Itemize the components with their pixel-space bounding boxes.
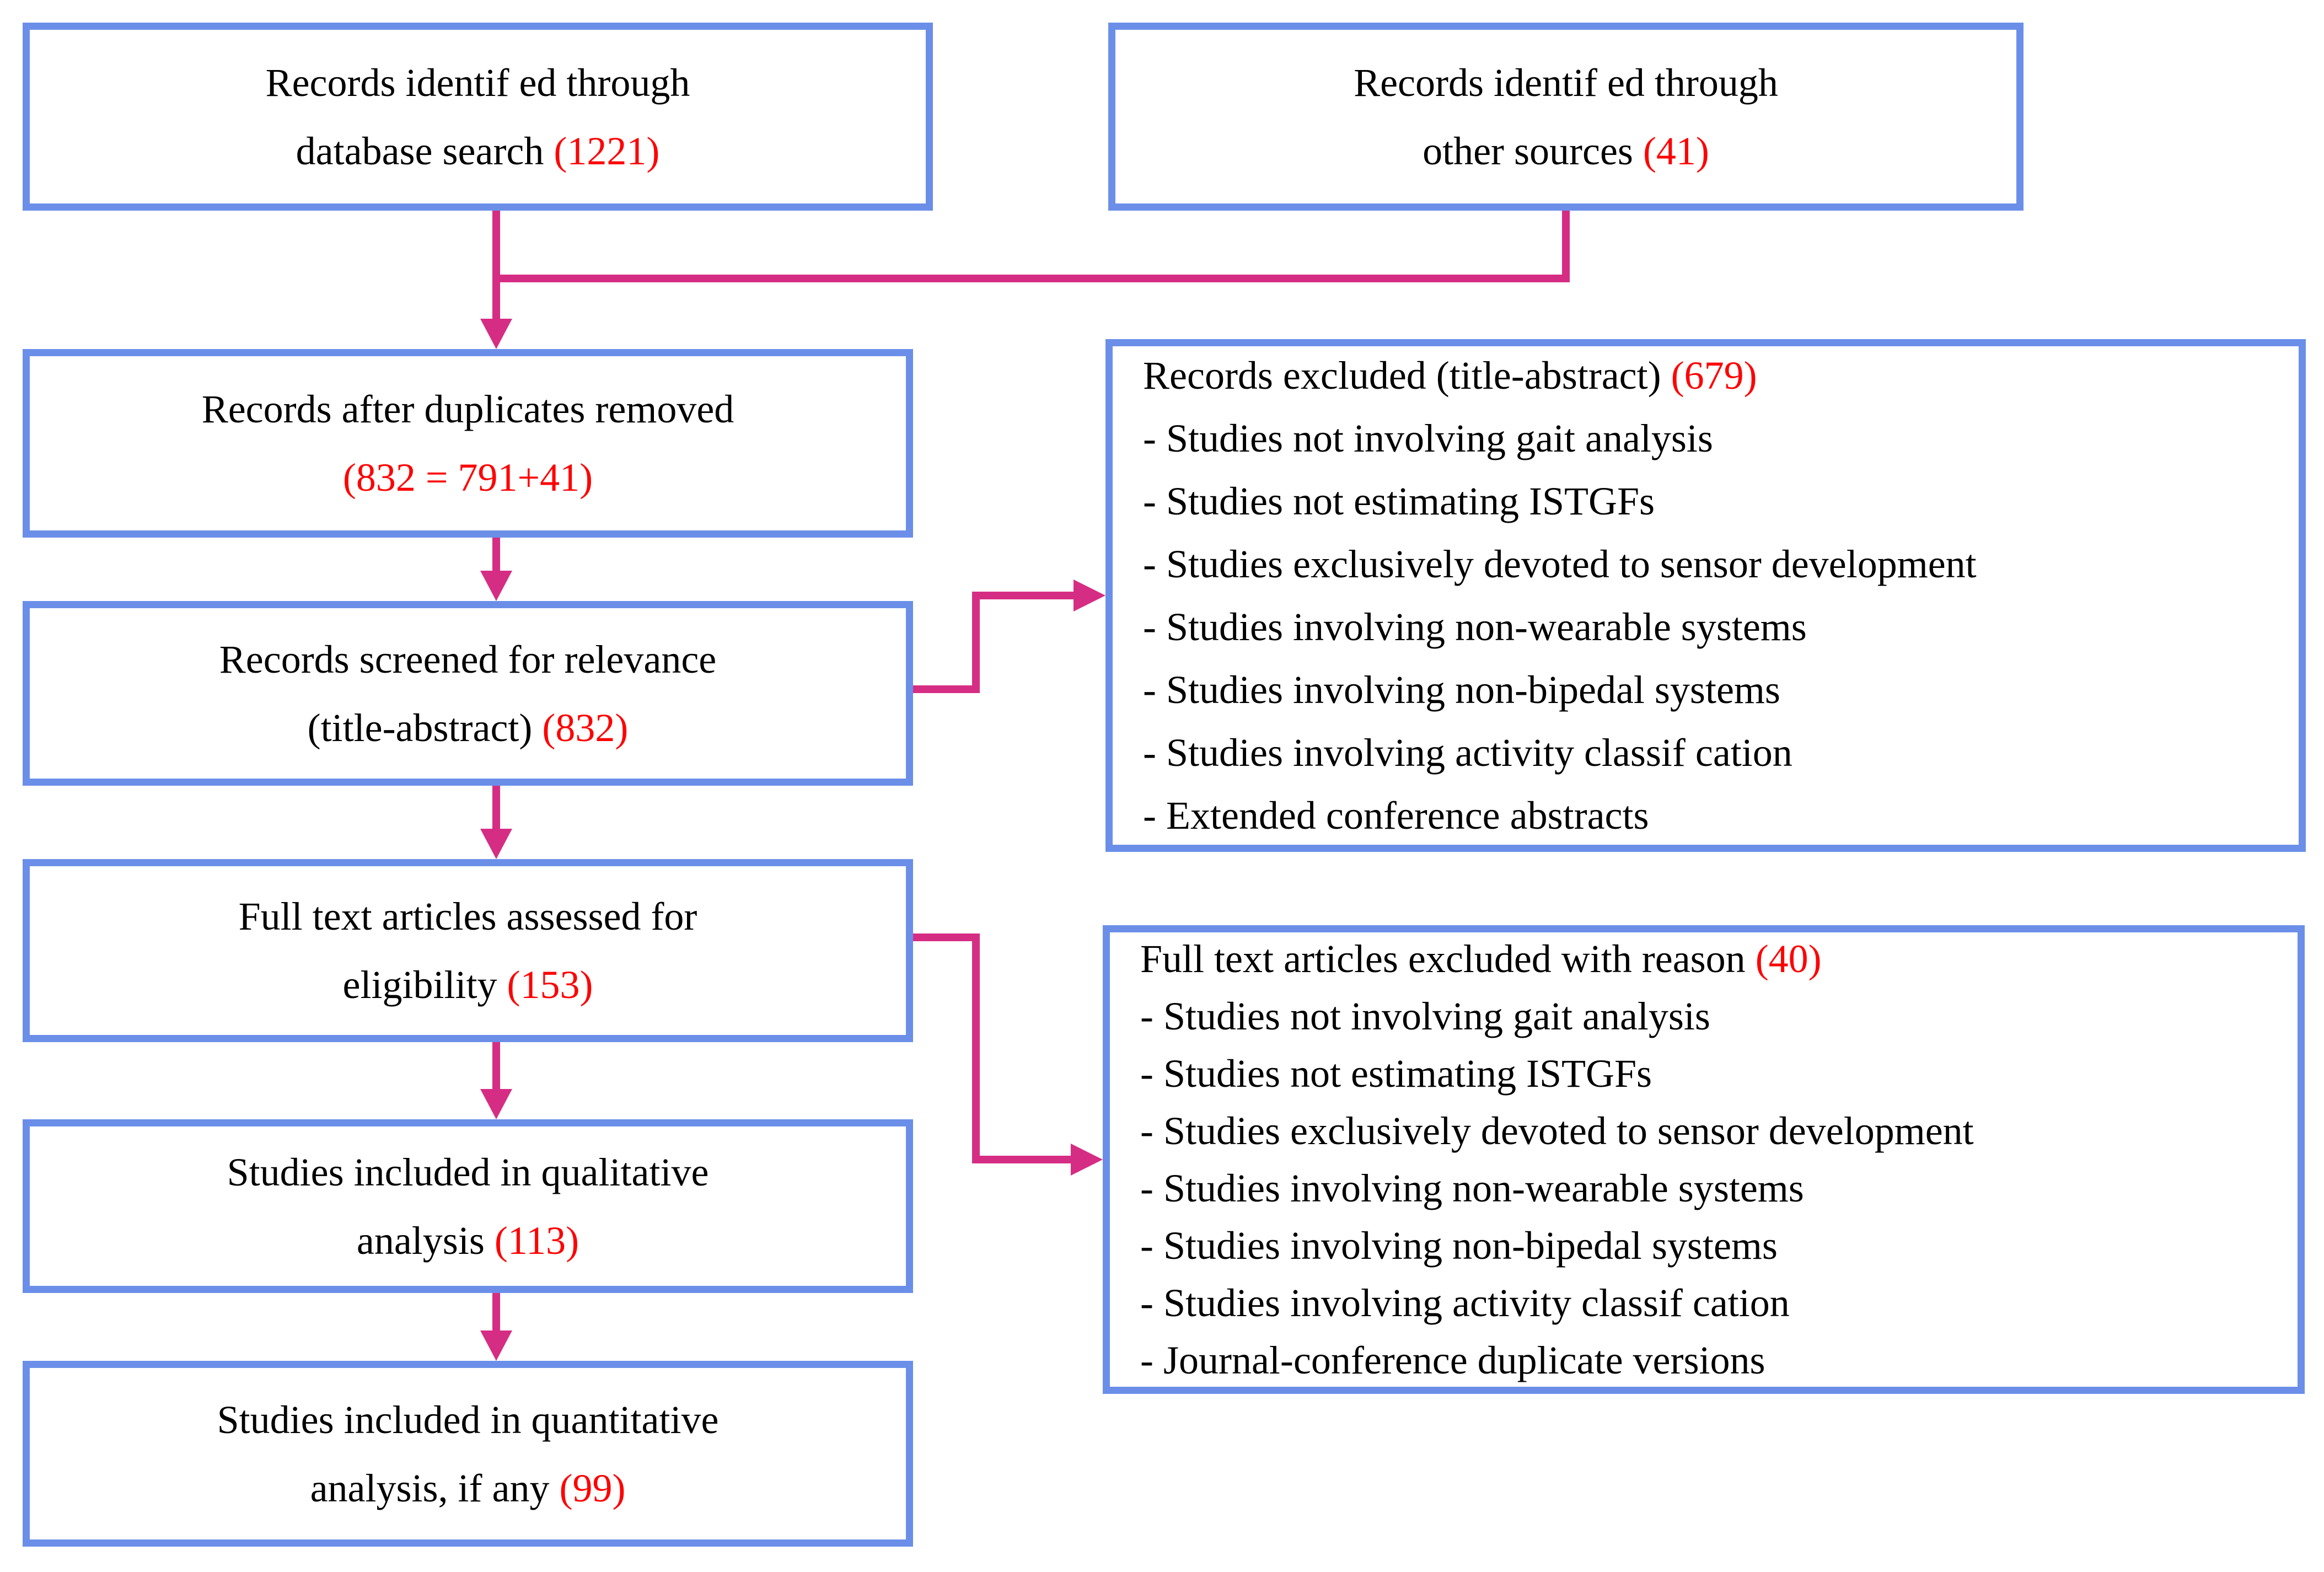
connector-qualitative-to-quantitative xyxy=(492,1293,500,1332)
arrowhead-to-duplicates-box xyxy=(480,319,512,349)
reason-item: - Studies not estimating ISTGFs xyxy=(1143,479,1655,523)
arrowhead-to-excluded-fulltext-box xyxy=(1071,1144,1103,1176)
reason-item: - Studies involving non-wearable systems xyxy=(1140,1166,1804,1210)
arrowhead-to-screened-box xyxy=(480,571,512,601)
box-records-screened: Records screened for relevance (title-ab… xyxy=(23,601,913,786)
count-badge: (153) xyxy=(507,963,593,1007)
box-full-text-assessed: Full text articles assessed for eligibil… xyxy=(23,859,913,1042)
count-badge: (40) xyxy=(1755,937,1822,981)
box-qualitative-analysis: Studies included in qualitative analysis… xyxy=(23,1119,913,1293)
reason-item: - Studies exclusively devoted to sensor … xyxy=(1140,1109,1974,1153)
box-text-line1: Records screened for relevance xyxy=(219,637,717,682)
reason-item: - Studies not estimating ISTGFs xyxy=(1140,1051,1652,1096)
box-text: other sources xyxy=(1423,128,1643,173)
arrowhead-to-excluded-screening-box xyxy=(1074,580,1105,611)
count-badge: (1221) xyxy=(554,128,660,173)
box-text-line2: analysis, if any (99) xyxy=(310,1454,626,1522)
connector-merge-horizontal xyxy=(492,275,1570,282)
count-badge: (113) xyxy=(494,1218,579,1263)
box-records-identified-other: Records identif ed through other sources… xyxy=(1108,23,2024,211)
arrowhead-to-qualitative-box xyxy=(480,1089,512,1119)
reason-item: - Studies involving activity classif cat… xyxy=(1143,731,1792,775)
box-records-after-duplicates: Records after duplicates removed (832 = … xyxy=(23,349,913,538)
reason-item: - Studies involving non-bipedal systems xyxy=(1140,1224,1778,1268)
connector-fulltext-vertical xyxy=(972,933,980,1163)
connector-database-vertical xyxy=(492,211,500,321)
connector-fulltext-to-qualitative xyxy=(492,1042,500,1092)
count-badge: (41) xyxy=(1643,128,1709,173)
box-text-line2: eligibility (153) xyxy=(343,951,593,1019)
box-text: database search xyxy=(296,128,554,173)
box-quantitative-analysis: Studies included in quantitative analysi… xyxy=(23,1361,913,1547)
count-badge: (832) xyxy=(542,705,629,750)
reason-item: - Studies involving non-bipedal systems xyxy=(1143,668,1780,712)
reason-item: - Studies exclusively devoted to sensor … xyxy=(1143,542,1977,586)
reason-item: - Studies not involving gait analysis xyxy=(1143,416,1713,460)
connector-other-sources-vertical xyxy=(1562,211,1570,282)
reason-item: - Studies not involving gait analysis xyxy=(1140,994,1710,1038)
connector-duplicates-to-screened xyxy=(492,538,500,573)
excluded-title-text: Records excluded (title-abstract) xyxy=(1143,353,1671,398)
reason-item: - Studies involving non-wearable systems xyxy=(1143,605,1807,649)
box-text-line2: (title-abstract) (832) xyxy=(308,694,629,762)
reason-item: - Journal-conference duplicate versions xyxy=(1140,1338,1765,1382)
box-text-line1: Full text articles assessed for xyxy=(238,894,697,938)
box-text: analysis xyxy=(356,1218,495,1263)
box-full-text-excluded: Full text articles excluded with reason … xyxy=(1103,925,2305,1394)
connector-screened-exit-horizontal xyxy=(913,685,980,693)
box-text-line1: Studies included in qualitative xyxy=(227,1150,709,1194)
connector-screened-vertical xyxy=(972,592,980,693)
connector-screened-entry-horizontal xyxy=(972,592,1074,599)
box-text-line1: Records identif ed through xyxy=(265,60,690,105)
box-text-line1: Records after duplicates removed xyxy=(201,387,734,431)
excluded-title-text: Full text articles excluded with reason xyxy=(1140,937,1756,981)
count-badge: (832 = 791+41) xyxy=(342,455,593,500)
connector-fulltext-entry-horizontal xyxy=(972,1156,1074,1163)
box-text-line1: Records identif ed through xyxy=(1354,60,1778,105)
excluded-title: Full text articles excluded with reason … xyxy=(1140,930,1822,988)
connector-screened-to-fulltext xyxy=(492,786,500,830)
box-text-line2: database search (1221) xyxy=(296,117,660,185)
box-text: eligibility xyxy=(342,963,507,1007)
box-records-excluded-title-abstract: Records excluded (title-abstract) (679) … xyxy=(1105,339,2306,852)
count-badge: (679) xyxy=(1671,353,1757,398)
arrowhead-to-quantitative-box xyxy=(480,1330,512,1361)
reason-item: - Studies involving activity classif cat… xyxy=(1140,1281,1790,1325)
reason-item: - Extended conference abstracts xyxy=(1143,793,1649,838)
connector-fulltext-exit-horizontal xyxy=(913,933,980,941)
box-text-line1: Studies included in quantitative xyxy=(217,1397,719,1442)
excluded-title: Records excluded (title-abstract) (679) xyxy=(1143,344,1757,407)
box-text-line2: analysis (113) xyxy=(357,1206,579,1275)
box-text: (title-abstract) xyxy=(307,705,543,750)
box-text-line2: other sources (41) xyxy=(1423,117,1709,185)
count-badge: (99) xyxy=(559,1466,626,1510)
arrowhead-to-fulltext-box xyxy=(480,829,512,859)
box-records-identified-database: Records identif ed through database sear… xyxy=(23,23,933,211)
box-text: analysis, if any xyxy=(310,1466,560,1510)
